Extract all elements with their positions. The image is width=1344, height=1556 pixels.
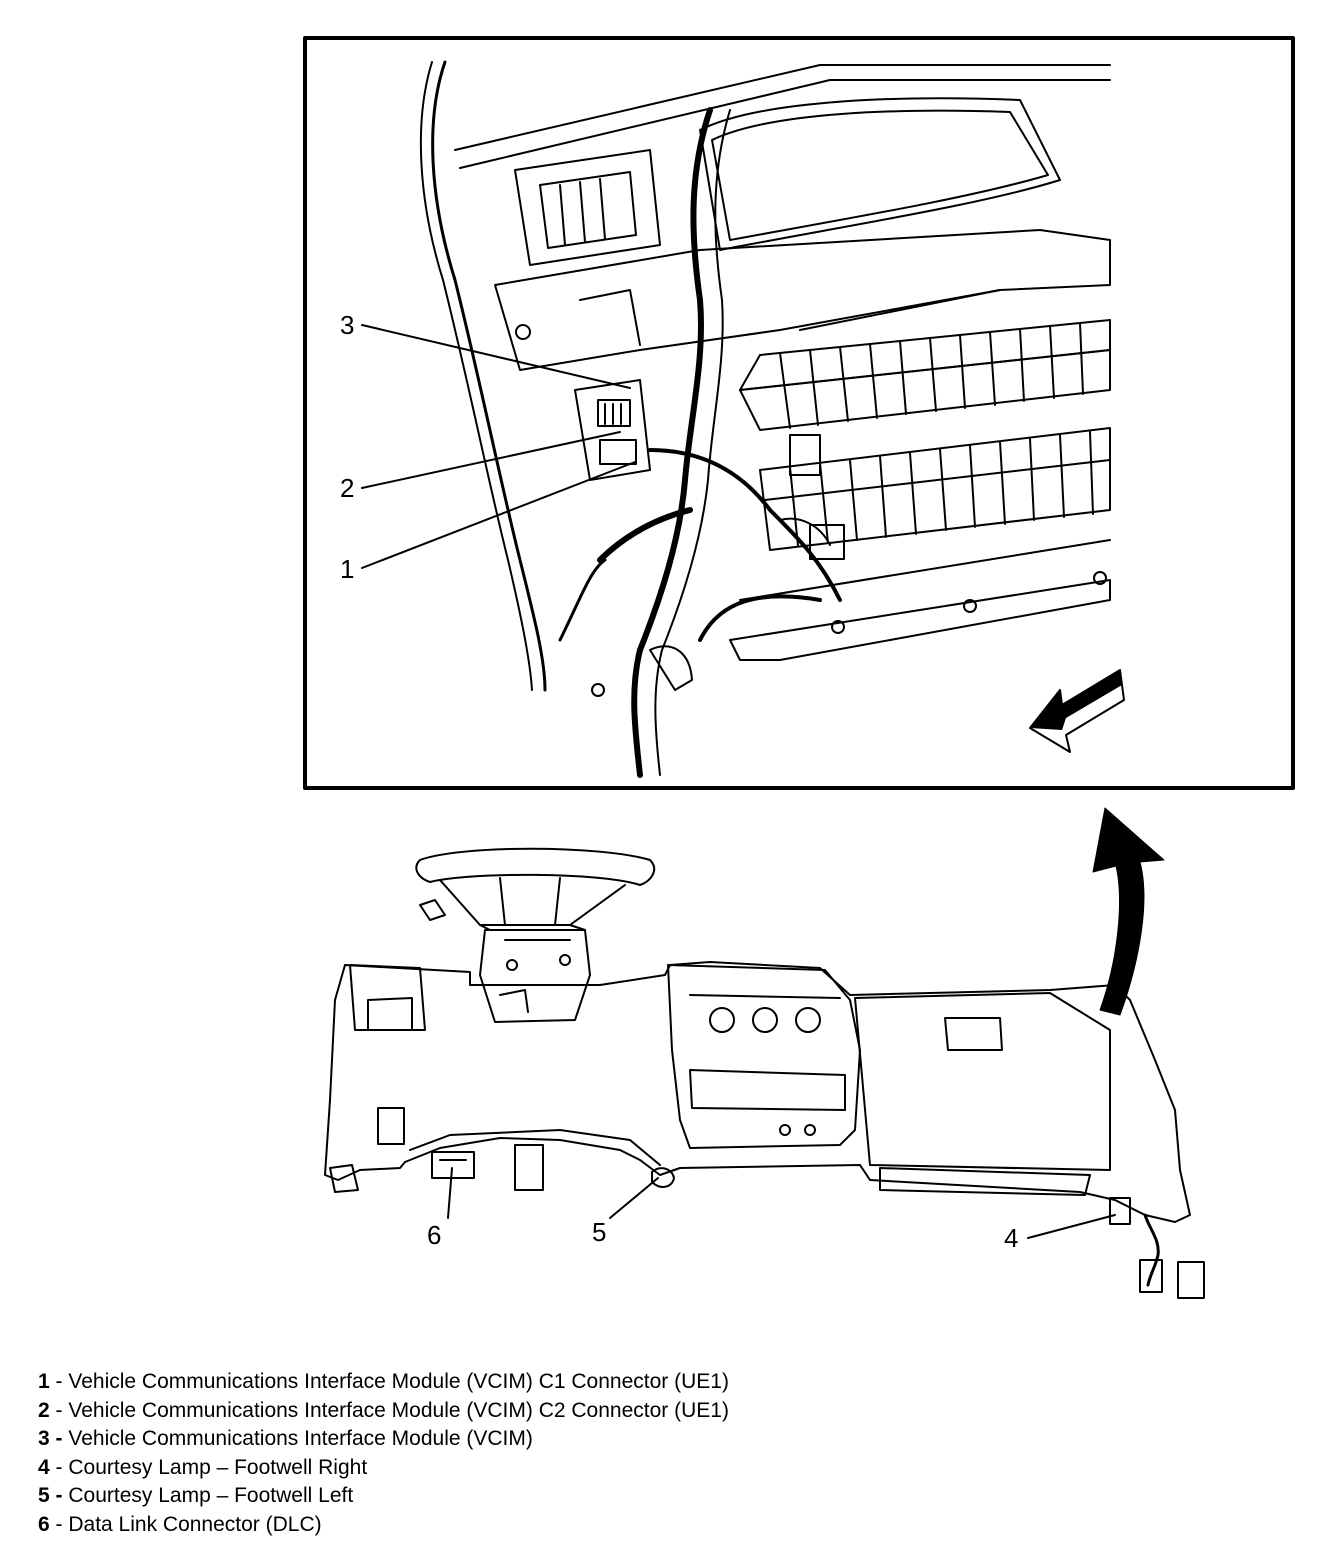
fastener	[515, 324, 531, 340]
dlc-connector	[431, 1151, 475, 1179]
vcim-module	[574, 379, 651, 481]
center-stack	[667, 964, 861, 1149]
legend-text: Data Link Connector (DLC)	[68, 1512, 322, 1536]
legend-text: Vehicle Communications Interface Module …	[68, 1398, 729, 1422]
connector-block-2	[809, 524, 845, 560]
branch-harness	[648, 448, 842, 602]
callout-6: 6	[427, 1220, 442, 1250]
legend-item-4: 4 - Courtesy Lamp – Footwell Right	[38, 1454, 729, 1483]
leader-5	[609, 1177, 659, 1219]
legend-item-6: 6 - Data Link Connector (DLC)	[38, 1511, 729, 1540]
left-harness	[431, 60, 547, 692]
legend-text: Vehicle Communications Interface Module …	[68, 1370, 729, 1393]
inset-leader-lines	[361, 324, 636, 569]
steering-wheel	[415, 847, 656, 931]
support-beam	[494, 229, 1111, 371]
footwell-lamp-left	[651, 1167, 675, 1188]
legend-separator: -	[49, 1484, 69, 1507]
callout-5: 5	[592, 1217, 607, 1247]
callout-3: 3	[340, 310, 355, 340]
leader-6	[447, 1167, 453, 1219]
glovebox	[854, 992, 1111, 1171]
zoom-arrow-icon	[1092, 807, 1165, 1016]
bracket	[377, 1107, 405, 1145]
legend-separator: -	[49, 1512, 69, 1536]
legend-number: 3	[38, 1427, 50, 1450]
leader-1	[361, 461, 636, 569]
leader-3	[361, 324, 631, 389]
fastener	[831, 620, 845, 634]
legend-item-5: 5 - Courtesy Lamp – Footwell Left	[38, 1482, 729, 1511]
legend-number: 1	[38, 1370, 50, 1393]
legend-text: Courtesy Lamp – Footwell Left	[68, 1484, 354, 1507]
lower-panel-edge	[729, 579, 1111, 661]
upper-grid	[739, 319, 1111, 431]
legend-separator: -	[49, 1427, 69, 1450]
legend-item-1: 1 - Vehicle Communications Interface Mod…	[38, 1368, 729, 1397]
legend-number: 6	[38, 1512, 50, 1536]
dash-overview	[324, 847, 1205, 1299]
inset-frame	[303, 36, 1295, 790]
forward-arrow-icon	[1029, 669, 1125, 753]
legend-separator: -	[49, 1455, 69, 1479]
legend-text: Vehicle Communications Interface Module …	[68, 1427, 533, 1450]
detail-inset	[303, 36, 1295, 790]
legend-number: 2	[38, 1398, 50, 1422]
center-harness	[631, 107, 713, 778]
callout-2: 2	[340, 473, 355, 503]
fastener	[963, 599, 977, 613]
legend: 1 - Vehicle Communications Interface Mod…	[38, 1368, 729, 1539]
vent-box	[514, 149, 661, 266]
legend-separator: -	[49, 1398, 69, 1422]
legend-number: 4	[38, 1455, 50, 1479]
legend-item-2: 2 - Vehicle Communications Interface Mod…	[38, 1397, 729, 1426]
harness-clip	[649, 645, 693, 691]
fastener	[1093, 571, 1107, 585]
callout-1: 1	[340, 554, 355, 584]
legend-item-3: 3 - Vehicle Communications Interface Mod…	[38, 1425, 729, 1454]
legend-text: Courtesy Lamp – Footwell Right	[68, 1455, 368, 1479]
cluster-opening	[699, 97, 1061, 251]
lower-bracket	[514, 1144, 544, 1191]
sensor-part	[419, 899, 446, 921]
callout-4: 4	[1004, 1223, 1019, 1253]
connector-block	[789, 434, 821, 476]
dash-body-outline	[324, 961, 1191, 1223]
dash-top-edge	[454, 64, 1111, 151]
legend-separator: -	[49, 1370, 69, 1393]
steering-column	[479, 929, 591, 1023]
legend-number: 5	[38, 1484, 50, 1507]
footwell-lamp-right	[1109, 1197, 1205, 1299]
lower-harness-wrap	[597, 507, 693, 563]
fastener	[591, 683, 605, 697]
overview-leader-lines	[447, 1167, 1116, 1239]
leader-2	[361, 431, 621, 489]
lower-grid	[759, 427, 1111, 551]
leader-4	[1027, 1214, 1116, 1239]
